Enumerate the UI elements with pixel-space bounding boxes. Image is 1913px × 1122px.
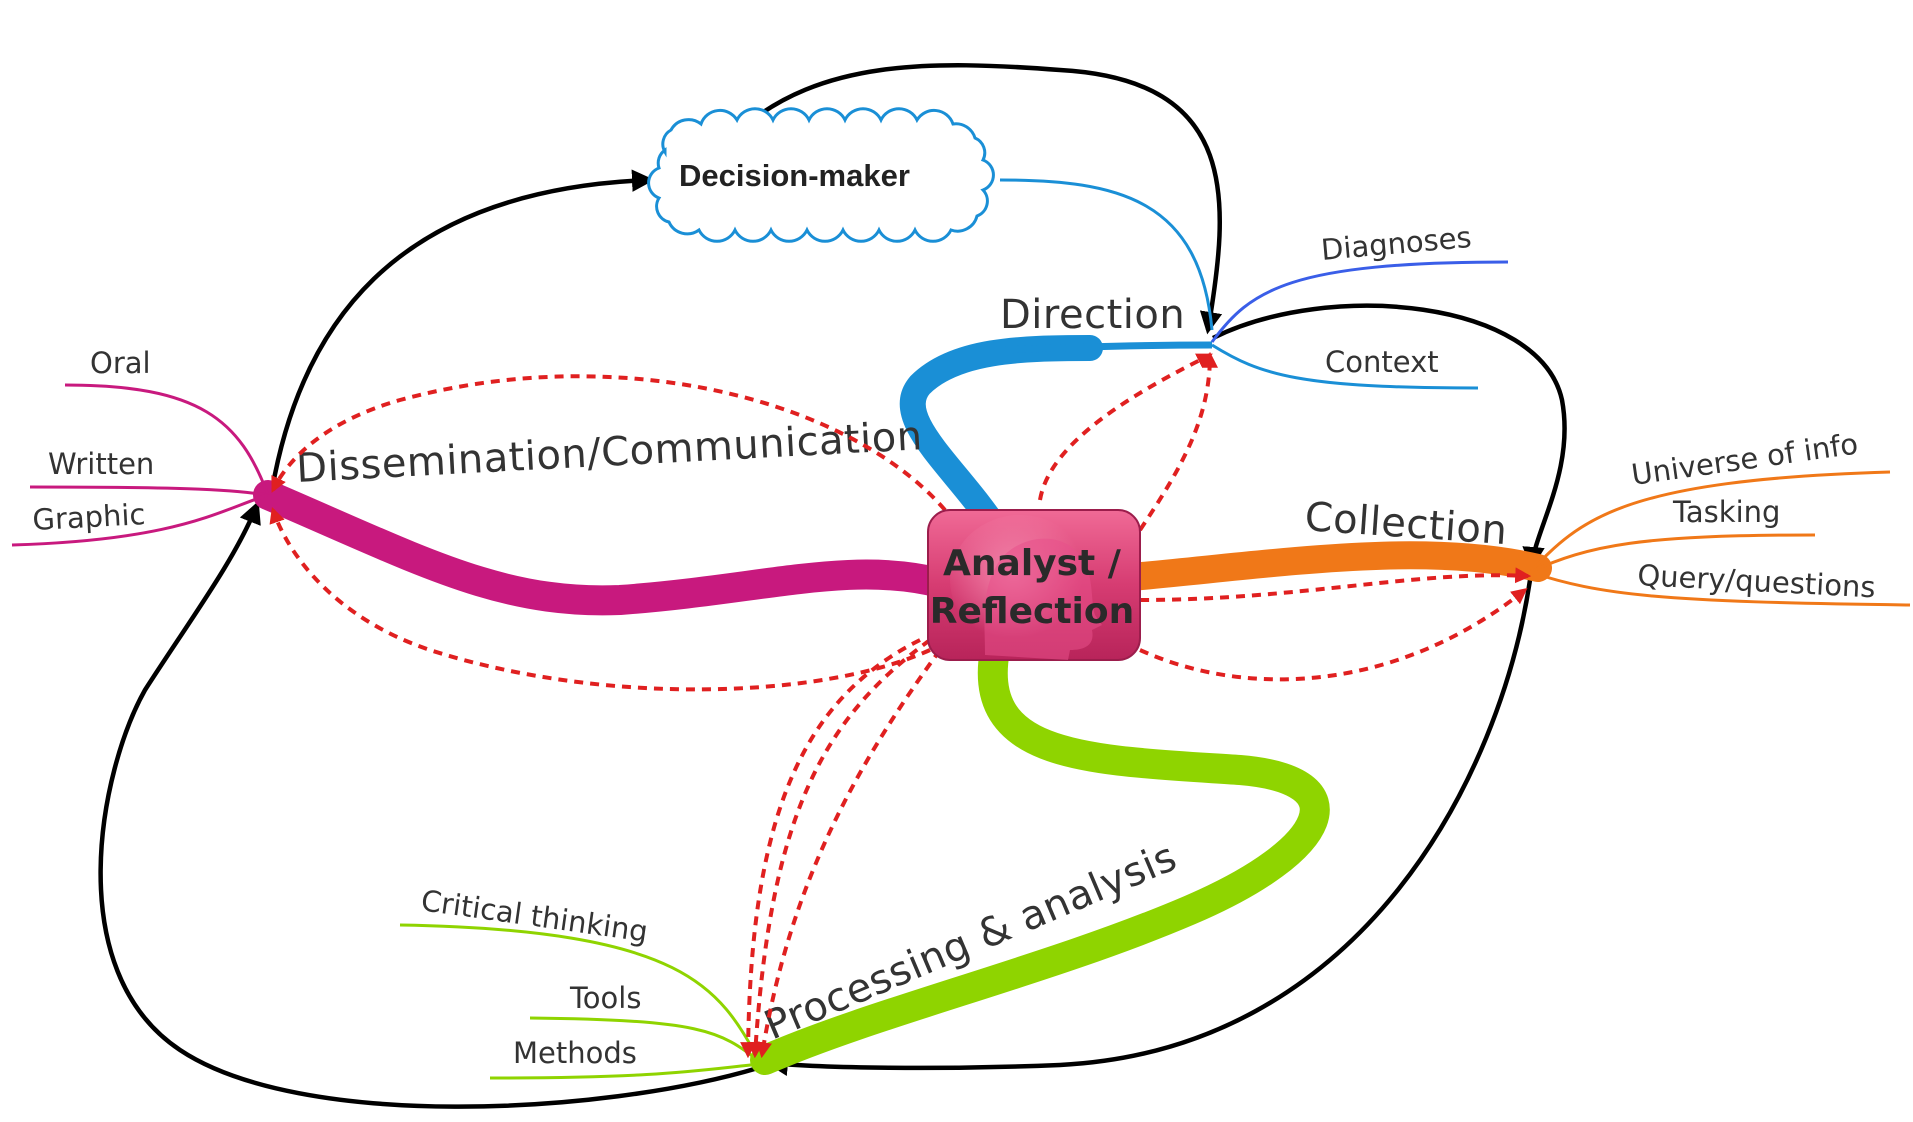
branch-direction-stroke <box>899 335 1103 548</box>
branch-direction-underline <box>999 341 1213 354</box>
branch-collection-stroke <box>1106 541 1552 592</box>
center-node[interactable]: Analyst / Reflection <box>927 509 1141 661</box>
branch-processing-stroke <box>750 635 1330 1075</box>
leaf-tools-label: Tools <box>569 981 641 1015</box>
decision-maker-node[interactable]: Decision-maker <box>647 107 995 243</box>
decision-maker-label: Decision-maker <box>679 158 910 193</box>
branch-direction-label: Direction <box>1000 292 1185 338</box>
branch-dissemination-label: Dissemination/Communication <box>295 413 924 492</box>
feedback-center-to-direction-left <box>1038 353 1213 501</box>
leaf-graphic-label: Graphic <box>32 497 147 537</box>
feedback-center-to-dissemination-upper <box>271 374 947 512</box>
feedback-center-to-processing-3 <box>740 638 921 1059</box>
leaf-universe-line <box>1528 470 1891 574</box>
leaf-tasking-line <box>1529 533 1816 574</box>
branch-collection[interactable]: Collection Universe of info Tasking Quer… <box>1106 426 1911 607</box>
feedback-center-to-collection-upper <box>1139 567 1532 602</box>
branch-processing[interactable]: Processing & analysis Critical thinking … <box>399 635 1330 1080</box>
leaf-oral-label: Oral <box>90 346 151 380</box>
feedback-center-to-collection-lower <box>1139 588 1528 682</box>
leaf-methods-line <box>489 1062 761 1080</box>
leaf-tasking-label: Tasking <box>1672 495 1780 529</box>
leaf-written-label: Written <box>48 447 154 481</box>
decision-maker-direction-link <box>999 178 1214 331</box>
leaf-diagnoses-label: Diagnoses <box>1320 220 1473 267</box>
leaf-critical-line <box>399 923 762 1063</box>
feedback-center-to-processing-2 <box>756 648 942 1059</box>
cycle-arrow-dissemination-to-decision-maker <box>269 169 655 491</box>
branch-direction[interactable]: Direction Diagnoses Context <box>899 220 1509 548</box>
feedback-center-to-direction-right <box>1138 351 1218 532</box>
cycle-arrow-processing-to-dissemination <box>98 500 759 1109</box>
center-label-line2: Reflection <box>930 591 1135 632</box>
decision-maker-cloud-shape <box>647 107 995 243</box>
head-silhouette-icon <box>984 538 1102 660</box>
cycle-arrow-direction-to-collection <box>1212 303 1567 570</box>
center-label-line1: Analyst / <box>943 543 1122 584</box>
feedback-center-to-processing-1 <box>747 638 932 1059</box>
cycle-arrows <box>98 63 1567 1109</box>
leaf-context-label: Context <box>1325 345 1439 379</box>
leaf-query-line <box>1529 570 1911 607</box>
leaf-context-line <box>1211 343 1479 390</box>
leaf-methods-label: Methods <box>513 1036 637 1070</box>
leaf-diagnoses-line <box>1210 260 1509 343</box>
branch-dissemination-stroke <box>253 480 955 616</box>
feedback-center-to-dissemination-lower <box>269 506 931 692</box>
cycle-arrow-decision-maker-to-direction <box>738 63 1223 335</box>
cycle-arrow-collection-to-processing <box>765 579 1533 1076</box>
feedback-arrows <box>269 351 1532 1059</box>
leaf-critical-label: Critical thinking <box>419 883 650 948</box>
leaf-oral-line <box>64 383 270 496</box>
leaf-graphic-line <box>11 493 269 547</box>
leaf-written-line <box>29 485 269 497</box>
